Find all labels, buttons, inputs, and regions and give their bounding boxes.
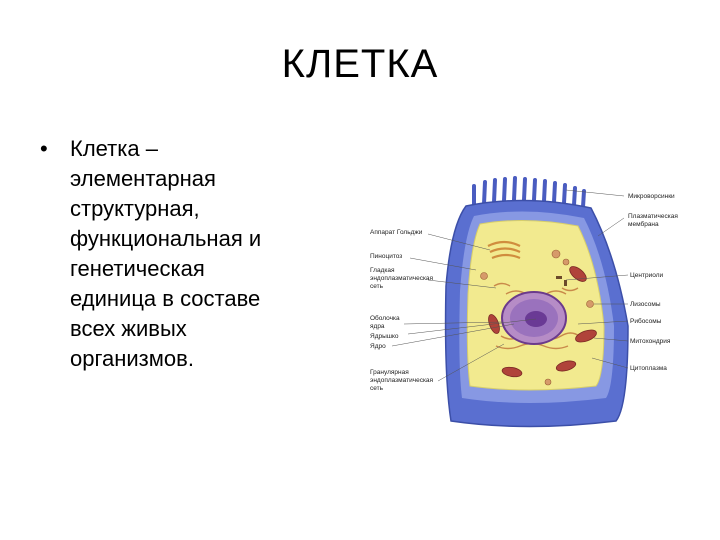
leader-lines [391,189,629,382]
cell-diagram: Аппарат Гольджи Пиноцитоз Гладкая эндопл… [370,176,678,428]
label-lysosomes: Лизосомы [630,301,661,308]
bullet-line: генетическая [70,256,205,281]
lysosomes [480,249,594,386]
centrioles [556,276,567,286]
label-nucleolus: Ядрышко [370,333,399,340]
golgi-apparatus [487,240,521,260]
label-plasma-membrane-1: Плазматическая [628,213,678,220]
label-rough-er-1: Гранулярная [370,369,409,376]
microvilli [472,176,586,209]
label-ribosomes: Рибосомы [630,317,662,325]
bullet-line: единица в составе [70,286,261,311]
label-centrioles: Центриоли [630,272,664,279]
mitochondria [488,266,597,378]
label-nuclear-envelope-1: Оболочка [370,314,400,322]
bullet-line: структурная, [70,196,200,221]
bullet-text: Клетка – элементарная структурная, функц… [70,134,360,374]
label-nucleus: Ядро [370,343,386,350]
slide-title: КЛЕТКА [281,42,439,86]
label-smooth-er-1: Гладкая [370,267,395,274]
label-smooth-er-3: сеть [370,283,384,290]
label-rough-er-2: эндоплазматическая [370,377,434,384]
bullet-symbol: • [40,136,48,161]
label-plasma-membrane-2: мембрана [628,220,659,228]
label-smooth-er-2: эндоплазматическая [370,275,434,282]
label-pinocytosis: Пиноцитоз [370,253,402,260]
label-cytoplasm: Цитоплазма [630,365,667,372]
bullet-line: функциональная и [70,226,262,251]
bullet-line: элементарная [70,166,216,191]
bullet-line: всех живых [70,316,187,341]
bullet-line: организмов. [70,346,194,371]
label-mitochondrion: Митохондрия [630,338,671,345]
label-golgi: Аппарат Гольджи [370,229,423,236]
label-microvilli: Микроворсинки [628,193,675,200]
label-nuclear-envelope-2: ядра [370,323,385,330]
label-rough-er-3: сеть [370,385,384,392]
bullet-line: Клетка – [70,136,158,161]
